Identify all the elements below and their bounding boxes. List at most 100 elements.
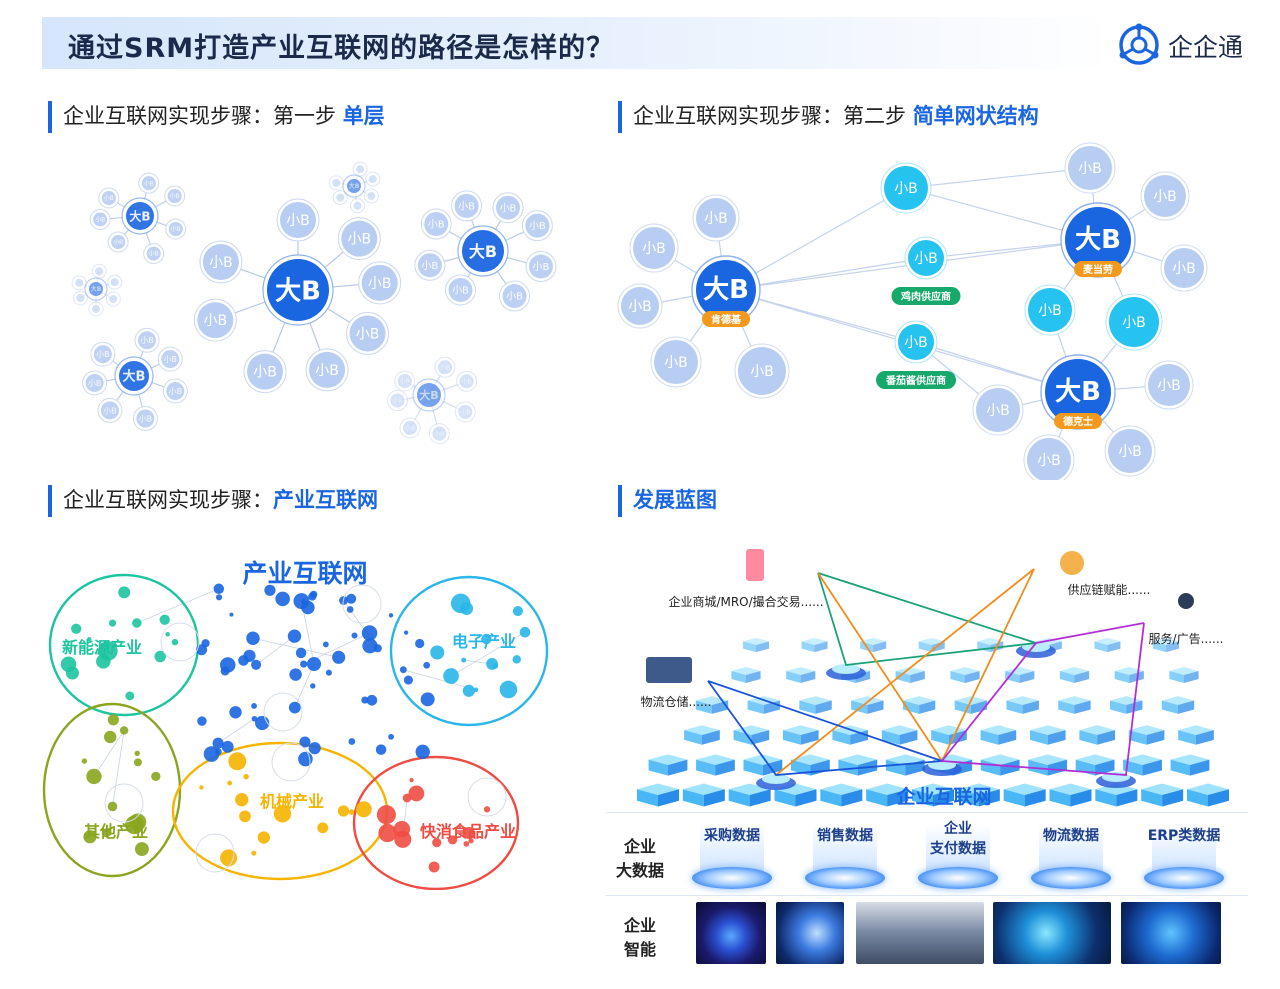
small-node bbox=[448, 277, 473, 302]
step3-diagram: 产业互联网新能源产业电子产业其他产业机械产业快消食品产业 bbox=[42, 559, 549, 890]
intelligence-row: 企业 智能 bbox=[606, 902, 1248, 972]
cube-right bbox=[1019, 670, 1035, 684]
network-node bbox=[299, 736, 311, 748]
cube-right bbox=[965, 670, 980, 684]
network-node bbox=[403, 675, 413, 685]
cube-right bbox=[887, 789, 909, 807]
platform-disc bbox=[918, 867, 998, 889]
network-node bbox=[450, 593, 471, 614]
service-label: 供应链赋能...... bbox=[1068, 582, 1151, 597]
network-node bbox=[197, 716, 207, 726]
network-node bbox=[415, 638, 425, 649]
brand-tag-label: 德克士 bbox=[1062, 415, 1093, 428]
small-node bbox=[341, 220, 378, 257]
cube-top bbox=[851, 696, 884, 705]
network-node bbox=[461, 657, 467, 663]
cube-left bbox=[733, 730, 752, 745]
network-node bbox=[388, 733, 394, 740]
section-title-prefix: 企业互联网实现步骤：第一步 bbox=[63, 104, 343, 128]
big-node bbox=[696, 260, 756, 320]
small-node-label: 小B bbox=[88, 379, 102, 388]
cube-left bbox=[885, 759, 906, 776]
network-node bbox=[229, 706, 242, 719]
cube-right bbox=[762, 759, 783, 776]
blueprint-diagram: 企业商城/MRO/撮合交易......供应链赋能......服务/广告.....… bbox=[637, 549, 1229, 808]
label-line: 企业 bbox=[623, 916, 656, 935]
small-node bbox=[368, 175, 377, 184]
cube-left bbox=[1059, 670, 1075, 684]
industry-boundary bbox=[42, 702, 182, 878]
cube-top bbox=[1170, 754, 1210, 765]
cube-top bbox=[1178, 725, 1214, 735]
small-node bbox=[332, 178, 341, 187]
small-node bbox=[95, 267, 104, 276]
cube-right bbox=[814, 641, 828, 653]
cube-right bbox=[1162, 789, 1184, 807]
network-node bbox=[432, 837, 442, 848]
cube-left bbox=[1094, 641, 1108, 653]
big-node bbox=[119, 361, 149, 391]
small-node bbox=[356, 165, 365, 174]
network-node bbox=[119, 726, 129, 735]
network-node bbox=[403, 630, 409, 635]
small-node-label: 小B bbox=[253, 365, 277, 381]
cube-right bbox=[795, 789, 817, 807]
small-node bbox=[525, 213, 550, 238]
cube-top bbox=[902, 696, 936, 705]
cube-right bbox=[873, 641, 887, 653]
bigdata-item: 企业支付数据 bbox=[908, 815, 1008, 895]
cube-top bbox=[783, 725, 819, 735]
cube-left bbox=[747, 700, 764, 714]
cube-right bbox=[1097, 730, 1115, 745]
supplier-node-label: 小B bbox=[914, 251, 938, 267]
bigdata-item-label: 企业支付数据 bbox=[930, 821, 986, 857]
small-node-label: 小B bbox=[103, 406, 117, 415]
title-banner: 通过SRM打造产业互联网的路径是怎样的？ bbox=[42, 17, 1116, 69]
small-node bbox=[397, 374, 412, 388]
network-node bbox=[468, 838, 474, 844]
supplier-node-label: 小B bbox=[1038, 303, 1062, 319]
small-node-label: 小B bbox=[347, 232, 371, 248]
cube-top bbox=[1110, 696, 1143, 705]
big-node-label: 大B bbox=[469, 242, 497, 261]
network-node bbox=[239, 810, 251, 823]
small-node-label: 小B bbox=[95, 216, 105, 224]
platform-beam bbox=[813, 823, 877, 873]
network-node bbox=[214, 748, 222, 756]
big-node-label: 大B bbox=[419, 388, 438, 402]
cube-left bbox=[684, 730, 702, 745]
network-node bbox=[215, 594, 223, 601]
network-node bbox=[423, 661, 431, 669]
cube-left bbox=[801, 641, 815, 653]
flow-line bbox=[775, 568, 1035, 776]
small-node-label: 小B bbox=[462, 377, 472, 385]
cube-right bbox=[978, 789, 1000, 807]
network-node bbox=[151, 771, 161, 782]
cube-left bbox=[1187, 789, 1208, 807]
hub-ring bbox=[104, 783, 144, 823]
small-node bbox=[1164, 248, 1204, 288]
cube-right bbox=[1178, 700, 1195, 714]
cube-left bbox=[695, 700, 712, 714]
supplier-node-label: 小B bbox=[1122, 315, 1146, 331]
small-node-label: 小B bbox=[405, 424, 415, 432]
small-node bbox=[1148, 364, 1190, 406]
network-node bbox=[375, 744, 387, 755]
network-node bbox=[308, 592, 317, 601]
cube-top bbox=[682, 783, 725, 795]
cube-left bbox=[783, 730, 801, 745]
brand-logo: 企企通 bbox=[1116, 22, 1266, 70]
supplier-node bbox=[1109, 297, 1159, 347]
small-node bbox=[432, 426, 447, 441]
ai-face-image bbox=[776, 902, 844, 964]
network-node bbox=[243, 773, 249, 780]
section-title-step2: 企业互联网实现步骤：第二步 简单网状结构 bbox=[618, 101, 1039, 133]
cube-right bbox=[1047, 730, 1066, 745]
network-node bbox=[228, 752, 247, 771]
cube-top bbox=[1187, 783, 1229, 795]
network-node bbox=[399, 666, 407, 674]
network-title: 产业互联网 bbox=[242, 559, 367, 588]
network-node bbox=[221, 740, 234, 753]
big-node bbox=[126, 202, 154, 230]
network-node bbox=[125, 691, 135, 701]
